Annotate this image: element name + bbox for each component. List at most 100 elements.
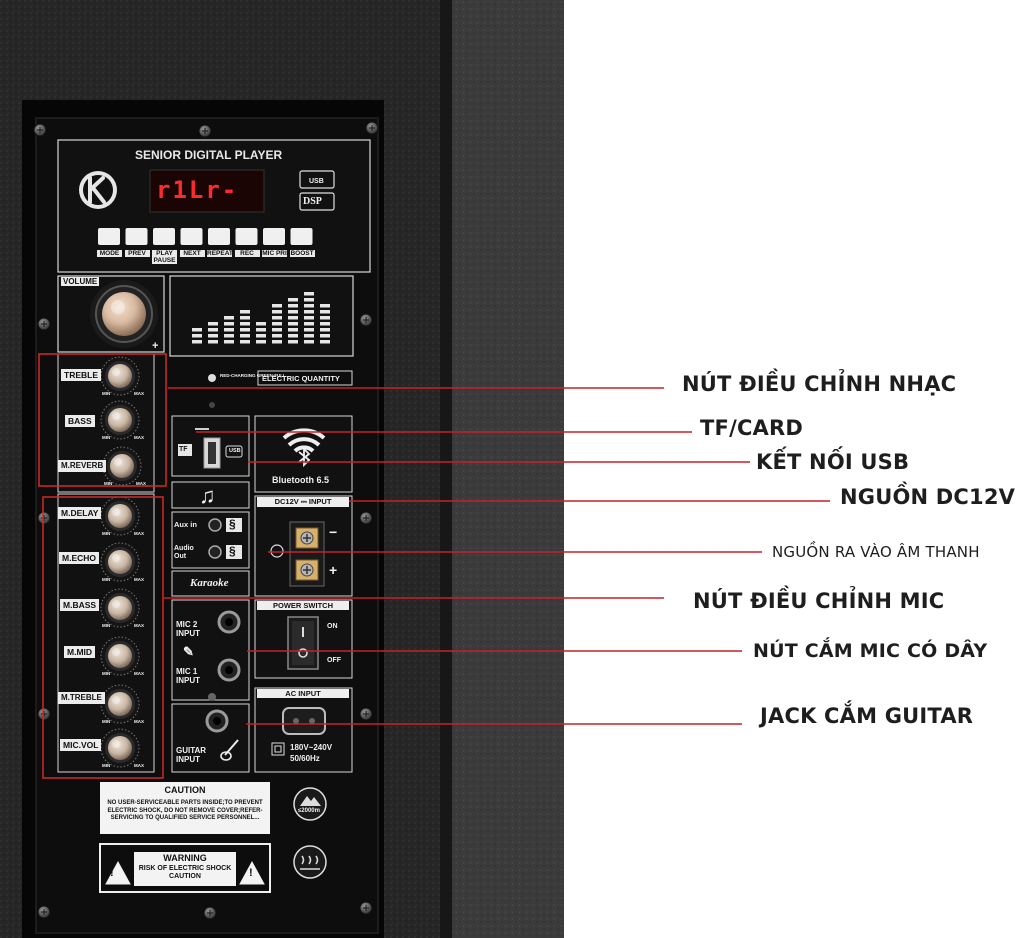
electric-quantity-label: ELECTRIC QUANTITY (262, 374, 340, 383)
eq-bar-seg (208, 334, 218, 338)
eq-bar-seg (288, 316, 298, 320)
eq-bar-seg (272, 334, 282, 338)
knob-label-mreverb: M.REVERB (58, 460, 107, 472)
knob-label-micvol: MIC.VOL (60, 739, 102, 751)
eq-bar-seg (272, 322, 282, 326)
audio-out-icon: § (229, 544, 236, 558)
knob-label-mecho: M.ECHO (59, 552, 99, 564)
eq-bar-seg (240, 334, 250, 338)
aux-in-icon: § (229, 517, 236, 531)
button-label-play-pause: PLAY PAUSE (152, 250, 177, 264)
knob-shine-7 (112, 696, 120, 704)
knob-max-label: MAX (134, 391, 144, 396)
eq-bar-seg (320, 334, 330, 338)
eq-bar-seg (320, 322, 330, 326)
volume-plus: + (152, 340, 159, 352)
callout-tf-card: TF/CARD (700, 416, 804, 440)
callout-usb: KẾT NỐI USB (756, 450, 910, 474)
switch-on-label: ON (327, 623, 338, 630)
knob-min-label: MIN (102, 391, 111, 396)
warning-right-icon: ! (249, 867, 253, 879)
eq-bar-seg (304, 292, 314, 296)
eq-bar-seg (288, 310, 298, 314)
knob-min-label: MIN (104, 481, 113, 486)
mic1-input-label: MIC 1 INPUT (176, 667, 200, 685)
eq-bar-seg (304, 322, 314, 326)
knob-label-mdelay: M.DELAY (58, 507, 102, 519)
altitude-badge: ≤2000m (298, 808, 320, 814)
callout-mic-controls: NÚT ĐIỀU CHỈNH MIC (693, 589, 945, 613)
knob-max-label: MAX (134, 435, 144, 440)
eq-bar-seg (256, 340, 266, 344)
eq-bar-seg (288, 298, 298, 302)
eq-bar-seg (240, 322, 250, 326)
eq-bar-seg (320, 340, 330, 344)
button-label-next: NEXT (179, 250, 205, 257)
screw-slot-4 (41, 711, 47, 717)
knob-min-label: MIN (102, 531, 111, 536)
warning-title: WARNING (163, 853, 207, 863)
knob-label-mbass: M.BASS (60, 599, 100, 611)
dc-input-label: DC12V ⎓ INPUT (257, 497, 349, 507)
eq-bar-seg (208, 328, 218, 332)
button-cap-6 (263, 228, 285, 245)
ac-input-label: AC INPUT (257, 689, 349, 698)
knob-min-label: MIN (102, 719, 111, 724)
screw-slot-10 (202, 128, 208, 134)
knob-min-label: MIN (102, 577, 111, 582)
eq-bar-seg (288, 340, 298, 344)
knob-max-label: MAX (136, 481, 146, 486)
button-cap-3 (180, 228, 203, 245)
button-label-prev: PREV (124, 250, 150, 257)
callout-music-controls: NÚT ĐIỀU CHỈNH NHẠC (682, 372, 957, 396)
screw-slot-3 (363, 515, 369, 521)
dsp-badge: DSP (303, 196, 322, 207)
knob-shine-0 (112, 368, 120, 376)
eq-bar-seg (224, 334, 234, 338)
knob-cap-3 (108, 504, 132, 528)
screw-slot-1 (363, 317, 369, 323)
button-cap-0 (98, 228, 120, 245)
mic-icon: ✎ (183, 644, 194, 659)
knob-shine-3 (112, 508, 120, 516)
button-cap-5 (235, 228, 258, 245)
screw-slot-8 (363, 905, 369, 911)
audio-out-label: Audio Out (174, 545, 194, 560)
bluetooth-label: Bluetooth 6.5 (272, 475, 330, 485)
eq-bar-seg (240, 340, 250, 344)
eq-bar-seg (224, 316, 234, 320)
knob-min-label: MIN (102, 435, 111, 440)
eq-bar-seg (272, 310, 282, 314)
eq-bar-seg (224, 340, 234, 344)
music-note-icon: ♫ (199, 483, 216, 508)
volume-label: VOLUME (61, 277, 100, 286)
knob-shine-4 (112, 554, 120, 562)
knob-cap-6 (108, 644, 132, 668)
screw-slot-9 (37, 127, 43, 133)
knob-max-label: MAX (134, 531, 144, 536)
volume-knob (102, 292, 146, 336)
knob-label-mmid: M.MID (64, 646, 96, 658)
button-label-mode: MODE (97, 250, 122, 257)
eq-bar-seg (240, 328, 250, 332)
eq-bar-seg (304, 298, 314, 302)
button-cap-2 (153, 228, 175, 245)
button-label-mic-pri: MIC PRI (262, 250, 287, 257)
caution-title: CAUTION (164, 785, 206, 795)
callout-dc12v: NGUỒN DC12V (840, 485, 1016, 509)
knob-cap-0 (108, 364, 132, 388)
eq-bar-seg (256, 322, 266, 326)
eq-bar-seg (304, 304, 314, 308)
eq-bar-seg (288, 304, 298, 308)
ac-frequency-label: 50/60Hz (290, 754, 320, 763)
eq-bar-seg (208, 322, 218, 326)
eq-bar-seg (192, 328, 202, 332)
knob-shine-6 (112, 648, 120, 656)
switch-off-label: OFF (327, 657, 341, 664)
eq-bar-seg (272, 304, 282, 308)
aux-in-label: Aux in (174, 520, 197, 529)
panel-title: SENIOR DIGITAL PLAYER (135, 148, 283, 162)
knob-max-label: MAX (134, 719, 144, 724)
knob-label-bass: BASS (65, 415, 95, 427)
power-switch-label: POWER SWITCH (257, 601, 349, 610)
